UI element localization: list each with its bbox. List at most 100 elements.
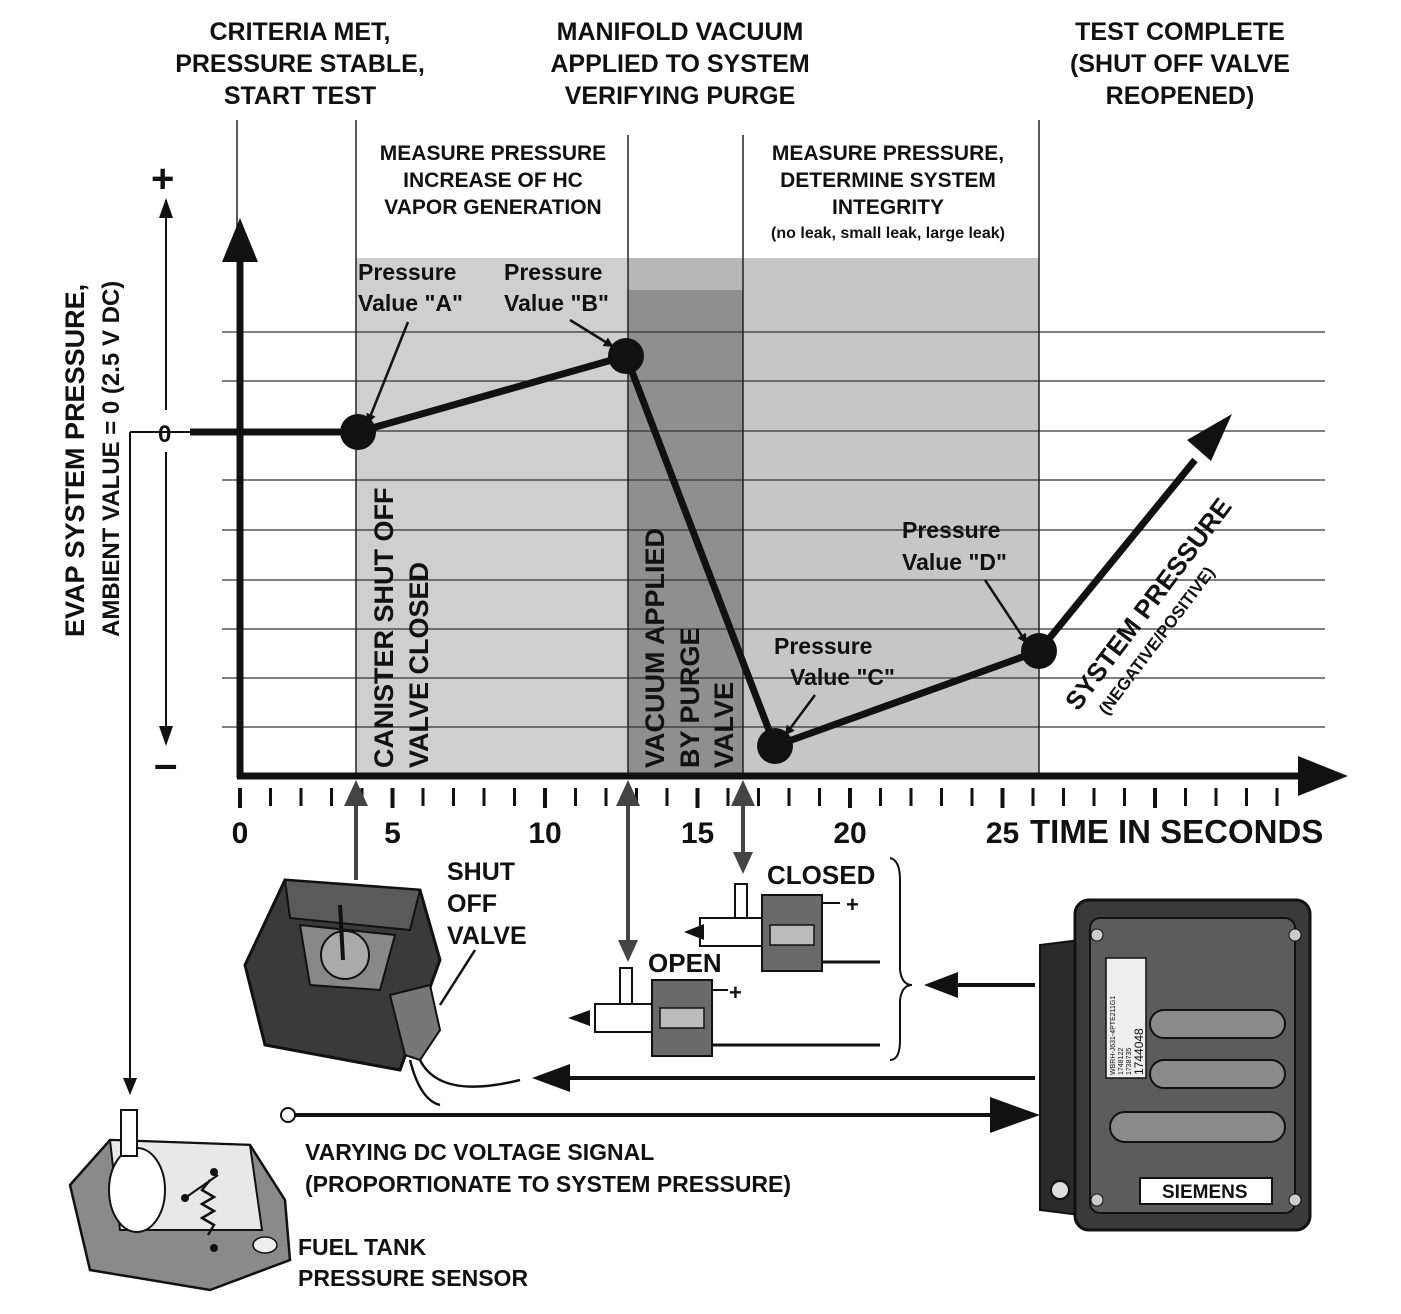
y-minus-label: – (154, 740, 177, 787)
hc-line-1: MEASURE PRESSURE (380, 142, 606, 165)
pressure-trace-arrowhead (1187, 414, 1232, 461)
criteria-line-1: CRITERIA MET, (209, 18, 390, 46)
pv-c-line-1: Pressure (774, 633, 872, 659)
phase-integrity-shading (743, 258, 1039, 776)
integrity-note: (no leak, small leak, large leak) (771, 225, 1005, 242)
event-arrows (354, 800, 745, 940)
canister-line-1: CANISTER SHUT OFF (369, 488, 399, 769)
y-scale-arrowhead-up (159, 198, 173, 218)
event-arrowheads (344, 780, 755, 962)
pressure-callouts: Pressure Value "A" Pressure Value "B" Pr… (358, 259, 1007, 690)
integrity-line-1: MEASURE PRESSURE, (772, 142, 1004, 165)
complete-line-3: REOPENED) (1106, 82, 1255, 110)
open-valve-out-arrow (568, 1010, 590, 1026)
system-pressure-label: SYSTEM PRESSURE (1059, 492, 1238, 715)
closed-valve-out-arrow (684, 924, 704, 940)
x-axis-ticks (238, 788, 1279, 808)
fuel-tank-sensor (68, 1109, 292, 1292)
pv-b-line-1: Pressure (504, 259, 602, 285)
pressure-callout-arrows (366, 318, 1028, 736)
sensor-label-line-1: FUEL TANK (298, 1234, 427, 1260)
sensor-signal-arrowhead (123, 1078, 137, 1095)
x-axis-arrowhead (1298, 756, 1348, 796)
hc-line-2: INCREASE OF HC (403, 169, 583, 192)
pv-a-line-2: Value "A" (358, 290, 463, 316)
closed-plus: + (846, 892, 859, 917)
phase-integrity-label: MEASURE PRESSURE, DETERMINE SYSTEM INTEG… (771, 142, 1005, 242)
x-axis-tick-label: 15 (681, 817, 714, 850)
sensor-signal-wire (129, 431, 190, 1086)
y-scale: + 0 – (151, 157, 177, 787)
integrity-line-3: INTEGRITY (832, 196, 944, 219)
vacuum-line-3: VALVE (709, 682, 739, 768)
grid-lines (222, 331, 1325, 728)
shut-off-valve-label: SHUT OFF VALVE (447, 858, 527, 950)
y-zero-label: 0 (158, 421, 171, 448)
axes (222, 218, 1348, 796)
vacuum-vertical-label: VACUUM APPLIED BY PURGE VALVE (640, 528, 739, 768)
pressure-point-b (608, 338, 644, 374)
shut-off-line-2: OFF (447, 890, 497, 918)
shut-off-line-1: SHUT (447, 858, 515, 886)
pv-a-line-1: Pressure (358, 259, 456, 285)
ecm-module (1039, 898, 1312, 1232)
x-axis-tick-label: 20 (833, 817, 866, 850)
top-manifold-label: MANIFOLD VACUUM APPLIED TO SYSTEM VERIFY… (550, 18, 809, 110)
ecm-code-2: 1748122 (1118, 1048, 1125, 1075)
phase-vacuum-dark-band (628, 290, 743, 776)
y-axis-title-line2: AMBIENT VALUE = 0 (2.5 V DC) (98, 281, 125, 637)
pressure-point-a (340, 414, 376, 450)
canister-line-2: VALVE CLOSED (404, 562, 434, 768)
signal-label-line-2: (PROPORTIONATE TO SYSTEM PRESSURE) (305, 1171, 791, 1197)
signal-label-line-1: VARYING DC VOLTAGE SIGNAL (305, 1139, 654, 1165)
purge-valve-open (594, 967, 880, 1057)
x-axis-tick-label: 25 (986, 817, 1019, 850)
pressure-point-d (1021, 633, 1057, 669)
vacuum-line-1: VACUUM APPLIED (640, 528, 670, 768)
pressure-points (340, 338, 1057, 764)
pressure-trace (190, 352, 1198, 750)
y-axis-arrowhead (222, 218, 258, 262)
pressure-point-c (757, 728, 793, 764)
x-axis-tick-label: 5 (384, 817, 401, 850)
ecm-code-4: 1744048 (1132, 1028, 1146, 1075)
valve-group-brace (889, 857, 913, 1061)
integrity-line-2: DETERMINE SYSTEM (780, 169, 996, 192)
ecm-signal-lines (295, 983, 1035, 1117)
x-axis-tick-label: 0 (232, 817, 249, 850)
phase-shading (356, 258, 1039, 776)
top-complete-label: TEST COMPLETE (SHUT OFF VALVE REOPENED) (1070, 18, 1290, 110)
y-scale-arrowhead-down (159, 726, 173, 746)
vacuum-line-2: BY PURGE (675, 627, 705, 768)
criteria-line-2: PRESSURE STABLE, (175, 50, 425, 78)
y-axis-title-line1: EVAP SYSTEM PRESSURE, (60, 284, 90, 637)
pv-d-line-1: Pressure (902, 517, 1000, 543)
criteria-line-3: START TEST (224, 82, 376, 110)
shut-off-line-3: VALVE (447, 922, 527, 950)
canister-vertical-label: CANISTER SHUT OFF VALVE CLOSED (369, 488, 434, 769)
y-plus-label: + (151, 157, 174, 201)
complete-line-1: TEST COMPLETE (1075, 18, 1285, 46)
top-criteria-label: CRITERIA MET, PRESSURE STABLE, START TES… (175, 18, 425, 110)
phase-hc-label: MEASURE PRESSURE INCREASE OF HC VAPOR GE… (380, 142, 606, 219)
pv-b-line-2: Value "B" (504, 290, 609, 316)
ecm-signal-arrowheads (532, 972, 1040, 1133)
purge-valve-closed (699, 883, 880, 972)
manifold-line-3: VERIFYING PURGE (565, 82, 796, 110)
manifold-line-2: APPLIED TO SYSTEM (550, 50, 809, 78)
ecm-brand-label: SIEMENS (1162, 1182, 1248, 1203)
phase-hc-shading (356, 258, 628, 776)
signal-wire-connector (280, 1107, 296, 1123)
open-plus: + (729, 980, 742, 1005)
sensor-label-line-2: PRESSURE SENSOR (298, 1265, 528, 1291)
closed-label: CLOSED (767, 860, 875, 890)
canister-illustration (243, 878, 521, 1107)
complete-line-2: (SHUT OFF VALVE (1070, 50, 1290, 78)
pv-d-line-2: Value "D" (902, 549, 1007, 575)
ecm-code-3: 1738735 (1126, 1048, 1133, 1075)
open-label: OPEN (648, 948, 722, 978)
pv-c-line-2: Value "C" (790, 664, 895, 690)
